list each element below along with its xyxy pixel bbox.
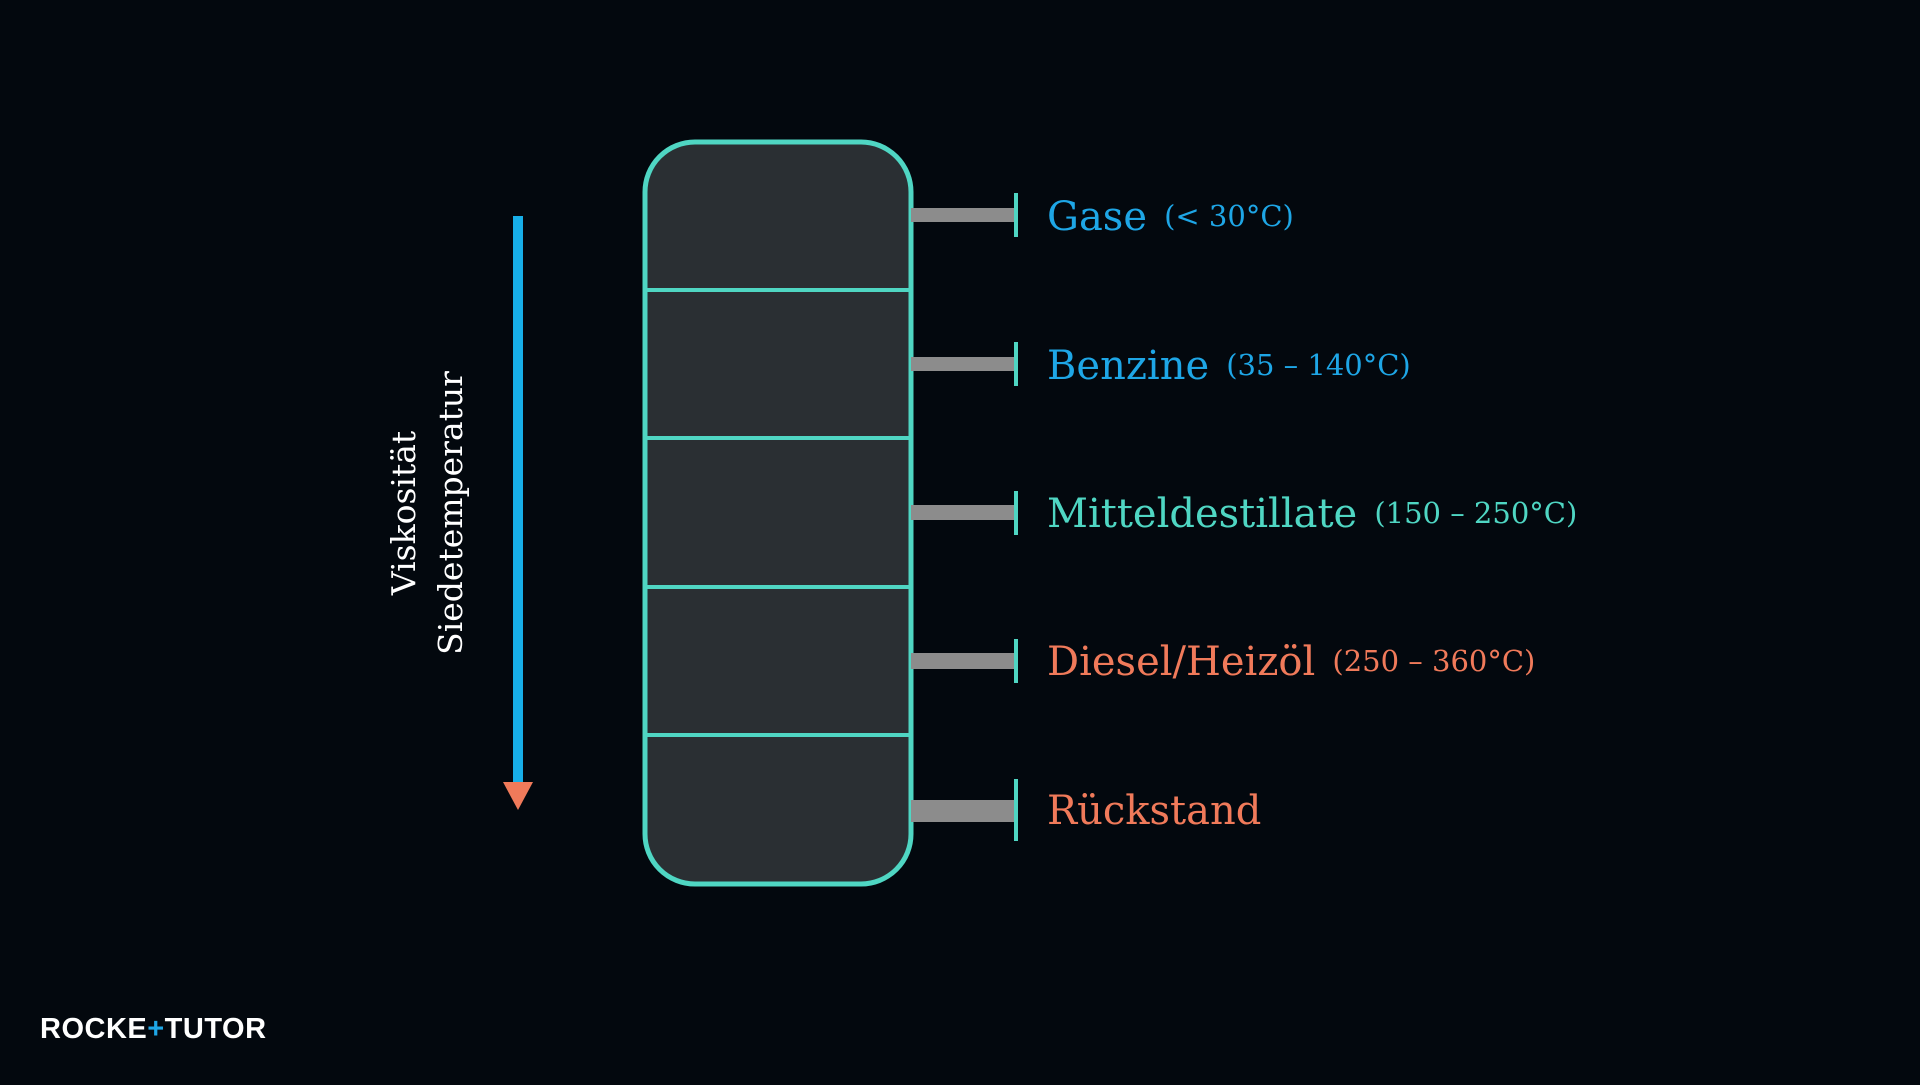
- logo-text-part1: ROCKE: [40, 1013, 148, 1045]
- outlet-pipe-gase: [911, 208, 1015, 222]
- outlet-pipe-diesel: [911, 653, 1015, 669]
- outlet-flange-benzine: [1014, 342, 1018, 386]
- logo-text-part2: TUTOR: [164, 1013, 267, 1045]
- fraction-name: Diesel/Heizöl: [1047, 639, 1315, 685]
- fraction-label-gase: Gase (< 30°C): [1047, 194, 1294, 240]
- logo-cross: +: [147, 1013, 165, 1045]
- direction-arrow: [503, 216, 533, 810]
- outlet-flange-diesel: [1014, 639, 1018, 683]
- axis-label-viscosity: Viskosität: [384, 431, 423, 596]
- distillation-column: [642, 139, 914, 887]
- fraction-labels: Gase (< 30°C) Benzine (35 – 140°C) Mitte…: [1047, 194, 1577, 834]
- fraction-range: (< 30°C): [1164, 199, 1294, 233]
- fraction-name: Gase: [1047, 194, 1147, 240]
- rocketutor-logo-icon: ROCKE+TUTOR: [40, 1012, 267, 1046]
- fraction-range: (35 – 140°C): [1226, 348, 1411, 382]
- outlet-flange-gase: [1014, 193, 1018, 237]
- arrow-head: [503, 782, 533, 810]
- axis-label-boiling-temperature: Siedetemperatur: [431, 371, 470, 655]
- fraction-range: (150 – 250°C): [1374, 496, 1577, 530]
- outlet-pipes: [911, 193, 1018, 841]
- outlet-pipe-rueckstand: [911, 800, 1015, 822]
- fraction-label-benzine: Benzine (35 – 140°C): [1047, 343, 1411, 389]
- fraction-name: Rückstand: [1047, 788, 1261, 834]
- fraction-range: (250 – 360°C): [1332, 644, 1535, 678]
- column-body: [642, 139, 914, 887]
- fraction-name: Benzine: [1047, 343, 1209, 389]
- fraction-label-rueckstand: Rückstand: [1047, 788, 1261, 834]
- fraction-label-diesel-heizoel: Diesel/Heizöl (250 – 360°C): [1047, 639, 1535, 685]
- outlet-flange-rueckstand: [1014, 779, 1018, 841]
- outlet-pipe-benzine: [911, 357, 1015, 371]
- fraction-name: Mitteldestillate: [1047, 491, 1357, 537]
- fraction-label-mitteldestillate: Mitteldestillate (150 – 250°C): [1047, 491, 1577, 537]
- outlet-pipe-mitteldestillate: [911, 505, 1015, 520]
- outlet-flange-mitteldestillate: [1014, 491, 1018, 535]
